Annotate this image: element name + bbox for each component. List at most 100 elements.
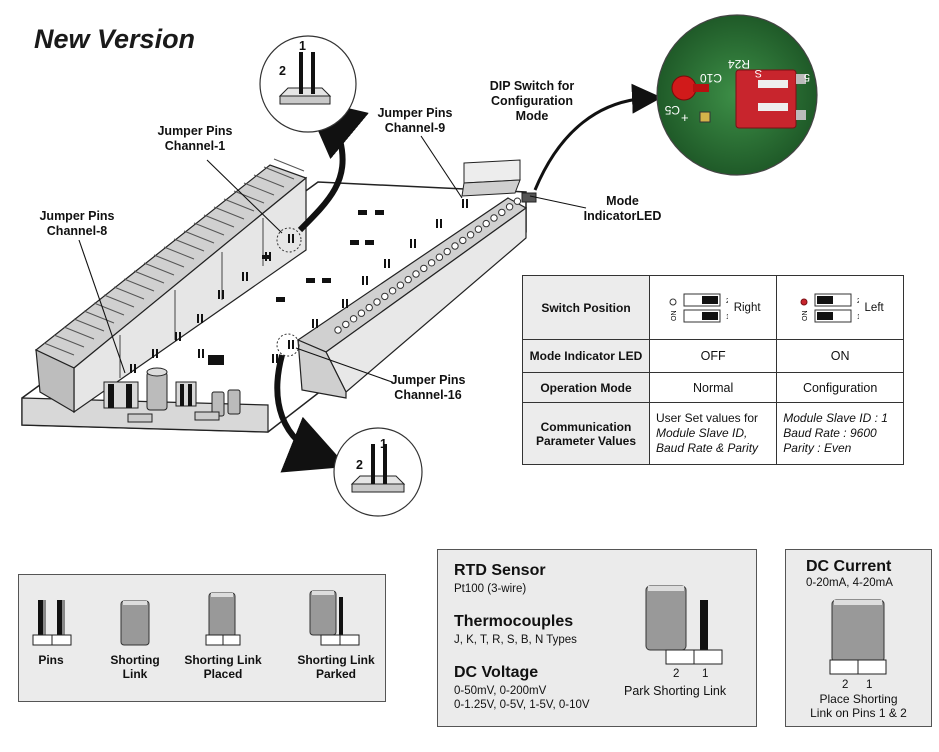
rtd-title: RTD Sensor — [454, 562, 546, 579]
sensor-input-box: RTD Sensor Pt100 (3-wire) Thermocouples … — [437, 549, 757, 727]
row-operation-mode: Operation Mode Normal Configuration — [522, 372, 904, 403]
header-communication: Communication Parameter Values — [522, 402, 650, 465]
header-switch-position: Switch Position — [522, 275, 650, 340]
pcb-label-plus: + — [681, 110, 689, 125]
terminal-screw-hole — [388, 287, 397, 295]
terminal-ridge — [173, 238, 205, 252]
cell-switch-left: ON 2 1 Left — [776, 275, 904, 340]
shorting-link-parked-icon — [309, 590, 360, 646]
placed-shorting-link-icon — [829, 599, 887, 675]
current-pin-2: 2 — [842, 679, 849, 691]
dc-voltage-range-1: 0-50mV, 0-200mV — [454, 685, 547, 697]
terminal-screw-hole — [396, 281, 405, 289]
header-pin — [242, 272, 244, 281]
terminal-ridge — [273, 158, 305, 172]
legend-shorting-link-label: Shorting Link — [110, 653, 160, 681]
header-pin — [152, 349, 154, 358]
header-pin — [288, 340, 290, 349]
terminal-screw-hole — [505, 203, 514, 211]
terminal-ridge — [183, 230, 215, 244]
legend-graphics — [32, 590, 360, 646]
terminal-ridge — [153, 254, 185, 268]
terminal-ridge — [123, 278, 155, 292]
header-pin — [384, 259, 386, 268]
terminal-screw-hole — [490, 214, 498, 222]
dc-current-box: DC Current 0-20mA, 4-20mA 2 1 Place Shor… — [785, 549, 932, 727]
terminal-screw-hole — [459, 236, 467, 245]
channel-16-highlight — [276, 333, 300, 357]
terminal-ridge — [243, 182, 275, 196]
zoom2-pin-1: 1 — [380, 437, 387, 451]
terminal-ridge — [193, 222, 225, 236]
terminal-screw-hole — [443, 247, 451, 256]
svg-text:1: 1 — [857, 314, 859, 321]
svg-text:2: 2 — [726, 298, 728, 305]
dc-voltage-range-2: 0-1.25V, 0-5V, 1-5V, 0-10V — [454, 699, 590, 711]
terminal-screw-hole — [451, 242, 459, 250]
switch-right-label: Right — [733, 301, 761, 314]
header-pin — [246, 272, 248, 281]
terminal-screw-hole — [349, 315, 358, 323]
terminal-screw-hole — [334, 326, 342, 334]
terminal-screw-hole — [412, 270, 420, 278]
rtd-subtitle: Pt100 (3-wire) — [454, 583, 527, 595]
header-pin — [202, 349, 204, 358]
zoom2-pin-2: 2 — [356, 458, 363, 472]
header-pin — [410, 239, 412, 248]
arrow-to-pcb-photo — [533, 83, 662, 191]
cell-mode-configuration: Configuration — [776, 372, 904, 403]
dip-switch-left-icon: ON 2 1 — [800, 293, 859, 322]
terminal-ridge — [73, 318, 105, 332]
header-pin — [272, 354, 274, 363]
header-pin — [440, 219, 442, 228]
terminal-screw-hole — [513, 197, 522, 205]
capacitors — [103, 367, 241, 423]
pcb-label-s: S — [755, 67, 762, 79]
terminal-screw-hole — [404, 275, 412, 284]
cell-mode-normal: Normal — [648, 372, 778, 403]
header-pin — [276, 354, 278, 363]
terminal-ridge — [253, 174, 285, 188]
svg-text:ON: ON — [671, 310, 678, 321]
legend-box: Pins Shorting Link Shorting Link Placed … — [18, 574, 386, 702]
header-pin — [269, 252, 271, 261]
header-pin — [312, 319, 314, 328]
cell-switch-right: ON 2 1 Right — [648, 275, 778, 340]
pcb-photo: R24 C10 S 5 C5 + — [656, 14, 818, 176]
header-pin — [414, 239, 416, 248]
svg-text:1: 1 — [726, 314, 728, 321]
thermocouple-title: Thermocouples — [454, 613, 574, 630]
configuration-table: Switch Position ON 2 1 Right — [522, 275, 904, 465]
terminal-ridge — [103, 294, 135, 308]
header-pin — [346, 299, 348, 308]
config-connector — [461, 159, 537, 203]
terminal-ridge — [263, 166, 295, 180]
header-pin — [197, 314, 199, 323]
terminal-screw-hole — [498, 208, 506, 217]
terminal-ridge — [63, 326, 95, 340]
header-pin — [316, 319, 318, 328]
arrow-to-channel16-zoom — [274, 354, 348, 473]
channel16-zoom-circle — [333, 427, 423, 517]
terminal-ridge — [143, 262, 175, 276]
header-pin — [388, 259, 390, 268]
shorting-link-icon — [120, 600, 150, 646]
terminal-ridge — [233, 190, 265, 204]
header-pin — [222, 290, 224, 299]
header-pin — [362, 276, 364, 285]
header-pin — [288, 234, 290, 243]
header-pin — [179, 332, 181, 341]
thermocouple-subtitle: J, K, T, R, S, B, N Types — [454, 634, 577, 646]
terminal-ridge — [163, 246, 195, 260]
terminal-ridge — [43, 342, 75, 356]
terminal-screw-hole — [427, 259, 436, 267]
header-pin — [466, 199, 468, 208]
sensor-pin-1: 1 — [702, 668, 709, 680]
cell-led-on: ON — [776, 339, 904, 373]
pcb-label-r24: R24 — [728, 57, 750, 71]
